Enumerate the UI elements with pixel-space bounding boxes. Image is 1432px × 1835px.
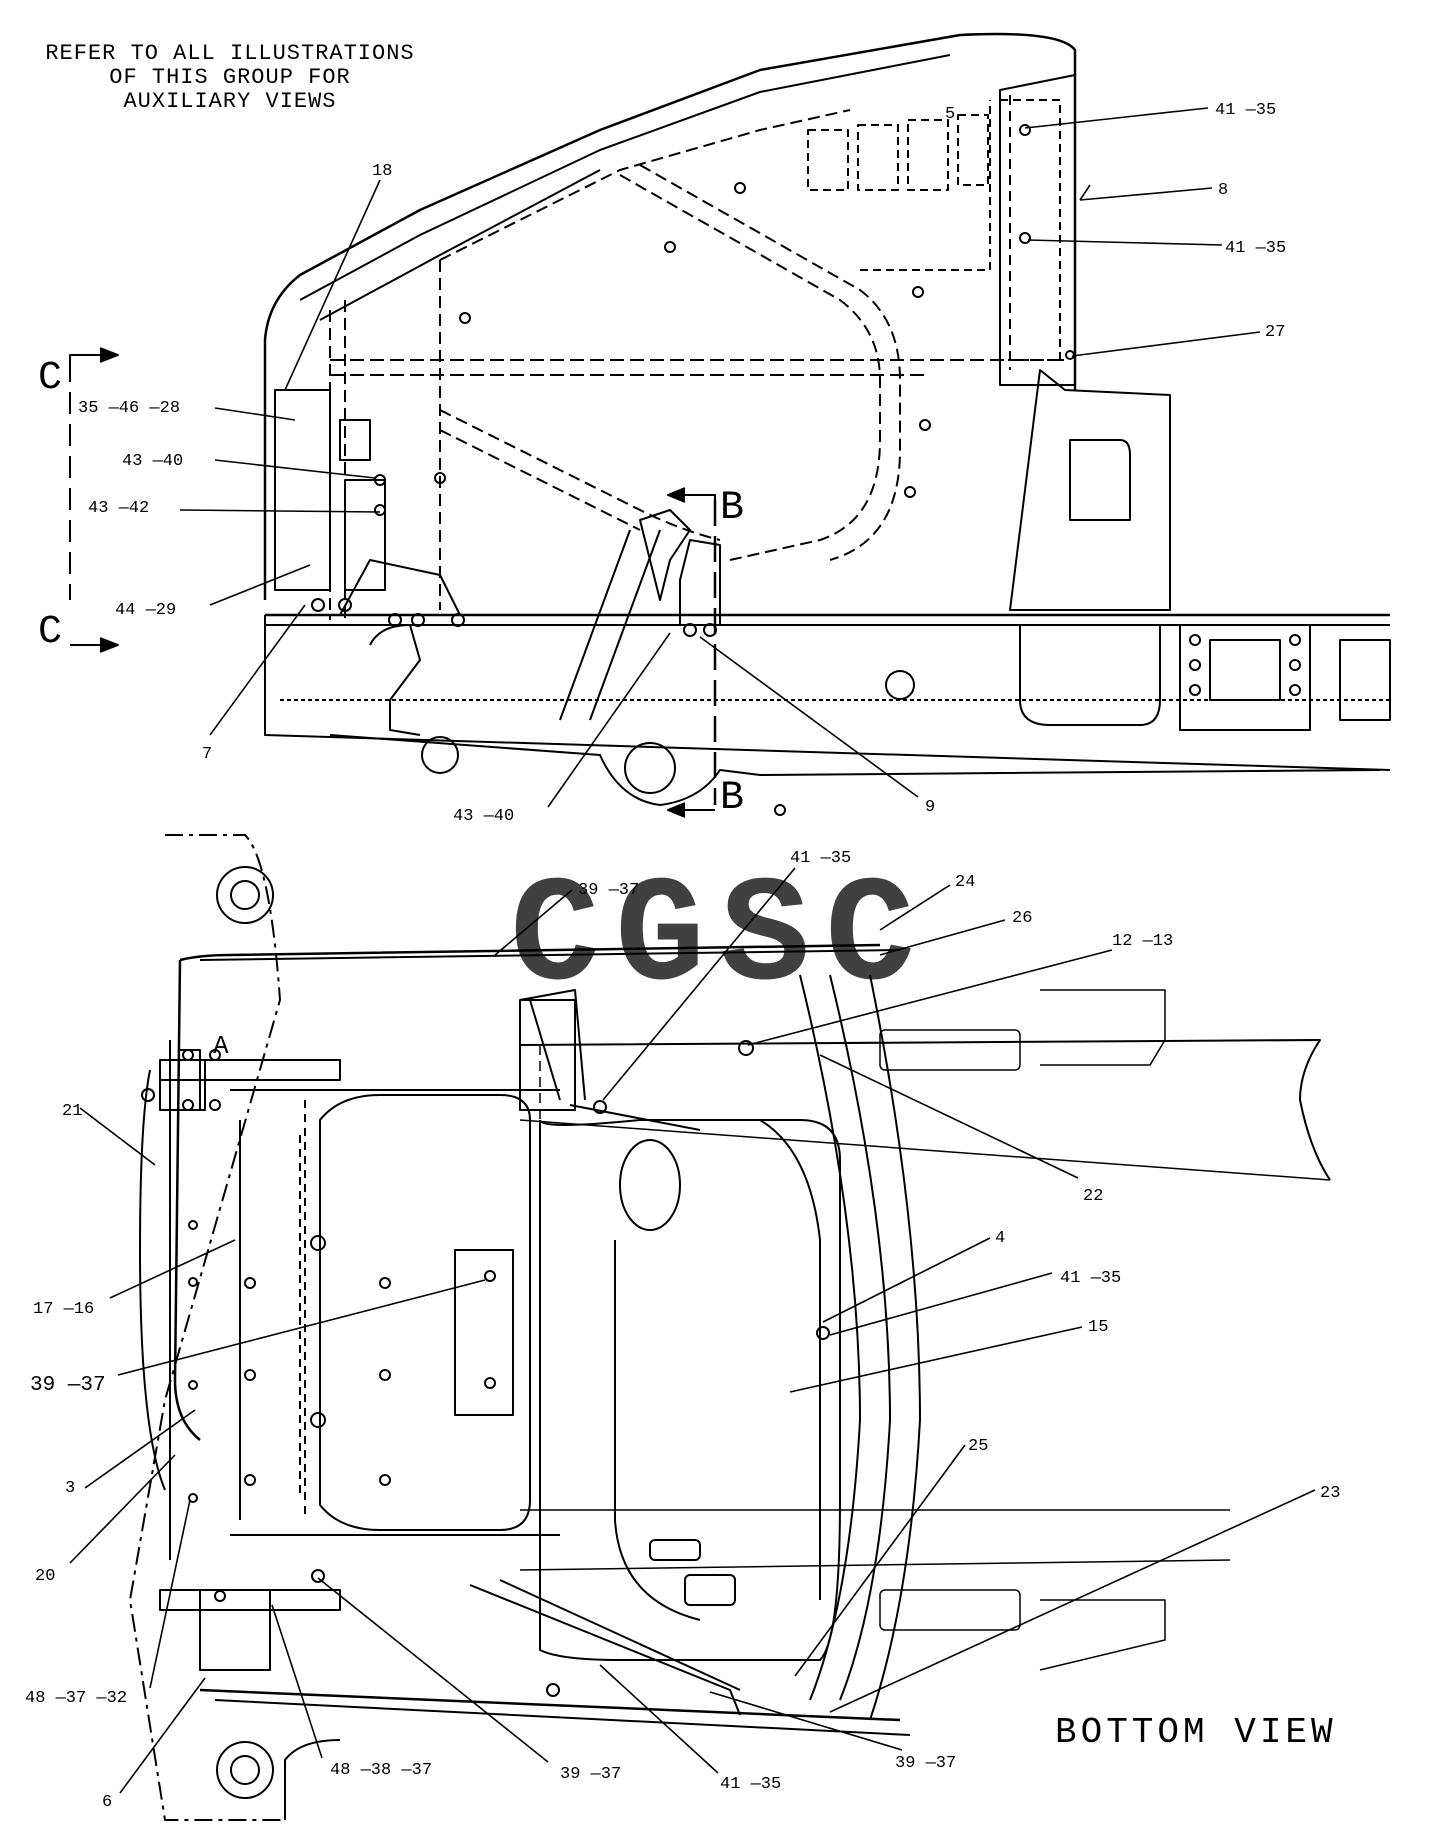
- view-a-letter: A: [213, 1031, 229, 1061]
- callout-bottom-22: 39 —37: [895, 1754, 956, 1773]
- callout-bottom-17: 48 —37 —32: [25, 1689, 127, 1708]
- callout-top-4: 27: [1265, 323, 1285, 342]
- callout-top-5: 5: [945, 105, 955, 124]
- callout-bottom-6: 22: [1083, 1187, 1103, 1206]
- callout-top-2: 8: [1218, 181, 1228, 200]
- bottom-view-title: BOTTOM VIEW: [1055, 1712, 1337, 1753]
- callout-bottom-7: 21: [62, 1102, 82, 1121]
- callout-labels: 41 —35 8 41 —35 27 5 18 35 —46 —28 43 —4…: [25, 101, 1340, 1812]
- section-b-top-letter: B: [720, 486, 744, 531]
- bottom-view-drawing: [129, 834, 1331, 1821]
- section-b-bottom-letter: B: [720, 776, 744, 821]
- callout-top-3: 41 —35: [1225, 239, 1286, 258]
- callout-top-12: 43 —40: [453, 807, 514, 826]
- callout-top-10: 44 —29: [115, 601, 176, 620]
- callout-top-6: 18: [372, 162, 392, 181]
- callout-bottom-16: 20: [35, 1567, 55, 1586]
- callout-top-7: 35 —46 —28: [78, 399, 180, 418]
- callout-bottom-9: 41 —35: [1060, 1269, 1121, 1288]
- callout-top-8: 43 —40: [122, 452, 183, 471]
- callout-bottom-11: 17 —16: [33, 1300, 94, 1319]
- callout-top-9: 43 —42: [88, 499, 149, 518]
- note-line-1: REFER TO ALL ILLUSTRATIONS: [45, 41, 415, 66]
- callout-bottom-15: 23: [1320, 1484, 1340, 1503]
- leader-lines: [69, 107, 1316, 1794]
- callout-bottom-10: 15: [1088, 1318, 1108, 1337]
- auxiliary-views-note: REFER TO ALL ILLUSTRATIONS OF THIS GROUP…: [40, 42, 420, 114]
- section-c-top-letter: C: [38, 356, 62, 401]
- note-line-2: OF THIS GROUP FOR: [109, 65, 351, 90]
- callout-bottom-21: 41 —35: [720, 1775, 781, 1794]
- callout-top-11: 7: [202, 745, 212, 764]
- callout-bottom-1: 41 —35: [790, 849, 851, 868]
- section-c-bottom-letter: C: [38, 610, 62, 655]
- note-line-3: AUXILIARY VIEWS: [123, 89, 337, 114]
- callout-bottom-14: 25: [968, 1437, 988, 1456]
- callout-top-13: 9: [925, 798, 935, 817]
- callout-bottom-3: 24: [955, 873, 975, 892]
- callout-bottom-18: 6: [102, 1793, 112, 1812]
- callout-bottom-5: 12 —13: [1112, 932, 1173, 951]
- callout-bottom-8: 4: [995, 1229, 1005, 1248]
- callout-bottom-20: 39 —37: [560, 1765, 621, 1784]
- callout-top-1: 41 —35: [1215, 101, 1276, 120]
- callout-bottom-19: 48 —38 —37: [330, 1761, 432, 1780]
- callout-bottom-2: 39 —37: [578, 881, 639, 900]
- callout-bottom-13: 3: [65, 1479, 75, 1498]
- callout-bottom-4: 26: [1012, 909, 1032, 928]
- side-view-drawing: [69, 32, 1391, 818]
- callout-bottom-12: 39 —37: [30, 1374, 106, 1397]
